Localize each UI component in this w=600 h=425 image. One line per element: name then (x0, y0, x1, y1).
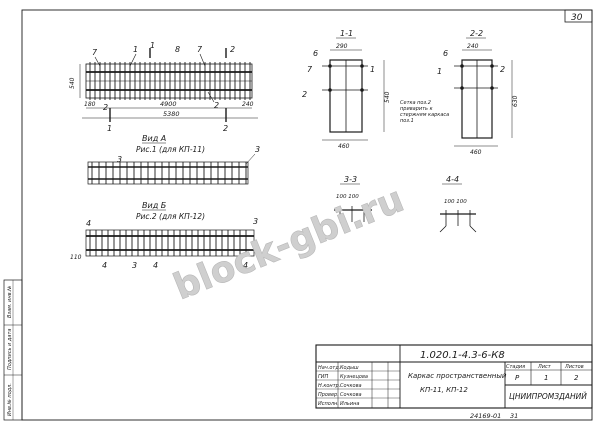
section-2-2-dim-top: 240 (467, 43, 479, 50)
sheet-border (21, 9, 593, 421)
view-a-pos-3-left: 3 (117, 155, 122, 164)
main-pos-7-left: 7 (92, 48, 98, 57)
view-b-dim-110: 110 (70, 254, 82, 261)
section-1-1-pos-7: 7 (307, 65, 313, 74)
bottom-code: 24169-01 (470, 412, 501, 420)
sheet-header: Лист (537, 364, 552, 370)
main-dim-540: 540 (69, 77, 76, 89)
section-4-4-title: 4-4 (446, 175, 459, 184)
main-dim-4900: 4900 (160, 100, 177, 108)
view-b-pos-3-bottom: 3 (132, 261, 137, 270)
view-b-pos-4-bottom: 4 (102, 261, 107, 270)
section-2-2-title: 2-2 (470, 29, 483, 38)
signer-role: Н.контр. (318, 383, 340, 389)
title-line-2: КП-11, КП-12 (420, 386, 468, 394)
section-3-3: 3-3 100 100 (334, 175, 372, 231)
stage-value: Р (515, 374, 520, 382)
main-pos-1: 1 (133, 45, 138, 54)
section-2-2: 2-2 240 6 1 2 630 460 Сетка поз.2 привар… (400, 29, 519, 156)
signer-name: Ильина (340, 401, 359, 407)
signer-name: Сочкова (340, 392, 362, 398)
section-4-4: 4-4 100 100 (439, 175, 477, 233)
main-dim-180-left: 180 (84, 101, 96, 108)
section-1-1-title: 1-1 (340, 29, 353, 38)
main-pos-8: 8 (175, 45, 180, 54)
section-1-1-dim-side: 540 (384, 91, 391, 103)
view-b: Вид Б Рис.2 (для КП-12) 4 3 4 3 4 4 110 (70, 201, 258, 270)
signer-name: Кузнецова (340, 374, 368, 380)
main-elevation: 7 1 7 2 8 1 2 2 1 2 540 180 4900 240 538… (69, 41, 258, 133)
section-3-3-title: 3-3 (344, 175, 357, 184)
signer-role: Провер. (318, 392, 339, 398)
section-1-1-pos-6: 6 (313, 49, 318, 58)
side-label-1: Инв.№ подл. (7, 383, 13, 416)
bottom-num: 31 (510, 412, 518, 420)
section-1-1-pos-2: 2 (302, 90, 307, 99)
signer-role: ГИП (318, 374, 329, 380)
org-name: ЦНИИПРОМЗДАНИЙ (509, 392, 587, 401)
page-number-box (564, 9, 593, 23)
section-1-1: 1-1 290 6 7 2 1 540 460 (302, 29, 391, 150)
view-b-pos-4-left: 4 (86, 219, 91, 228)
signer-role: Исполн. (318, 401, 339, 407)
view-b-subtitle: Рис.2 (для КП-12) (136, 212, 205, 221)
title-line-1: Каркас пространственный (408, 372, 507, 380)
section-1-1-pos-1: 1 (370, 65, 375, 74)
main-pos-7-right: 7 (197, 45, 203, 54)
main-sec-2-top: 2 (230, 45, 235, 54)
section-2-2-pos-6: 6 (443, 49, 448, 58)
sheet-value: 1 (544, 374, 548, 382)
view-a: Вид А Рис.1 (для КП-11) 3 3 (87, 134, 260, 185)
main-dim-5380: 5380 (163, 110, 180, 118)
sheets-value: 2 (574, 374, 579, 382)
section-1-1-dim-bottom: 460 (338, 143, 350, 150)
section-2-2-dim-side: 630 (512, 95, 519, 107)
side-label-2: Подпись и дата (7, 329, 13, 370)
view-b-pos-4-mid: 4 (153, 261, 158, 270)
main-pos-2-left: 2 (103, 103, 108, 112)
main-pos-2: 2 (214, 101, 219, 110)
signer-role: Нач.отд. (318, 365, 340, 371)
side-stamp: Взам. инв.№ Подпись и дата Инв.№ подл. (3, 279, 23, 421)
section-1-1-dim-top: 290 (336, 43, 348, 50)
main-sec-1-bottom: 1 (107, 124, 112, 133)
view-a-title: Вид А (142, 134, 166, 143)
stage-header: Стадия (506, 364, 525, 370)
view-b-title: Вид Б (142, 201, 167, 210)
main-dim-240: 240 (242, 101, 254, 108)
section-2-2-dim-bottom: 460 (470, 149, 482, 156)
view-b-pos-4-right: 4 (243, 261, 248, 270)
main-sec-2-bottom: 2 (223, 124, 228, 133)
section-2-2-pos-2: 2 (500, 65, 505, 74)
side-label-3: Взам. инв.№ (7, 286, 13, 318)
main-sec-1-top: 1 (150, 41, 155, 50)
signer-name: Сочкова (340, 383, 362, 389)
view-a-pos-3-right: 3 (255, 145, 260, 154)
signer-name: Кодыш (340, 365, 359, 371)
page-number: 30 (571, 13, 583, 23)
title-block: 1.020.1-4.3-6-К8 Каркас пространственный… (315, 344, 593, 420)
section-4-4-dim: 100 100 (444, 199, 467, 205)
view-b-pos-3: 3 (253, 217, 258, 226)
view-a-subtitle: Рис.1 (для КП-11) (136, 145, 205, 154)
section-2-2-note: Сетка поз.2 приварить к стержням каркаса… (400, 100, 450, 124)
section-2-2-pos-1: 1 (437, 67, 442, 76)
doc-code: 1.020.1-4.3-6-К8 (420, 350, 505, 361)
section-3-3-dim: 100 100 (336, 194, 359, 200)
sheets-header: Листов (564, 364, 584, 370)
